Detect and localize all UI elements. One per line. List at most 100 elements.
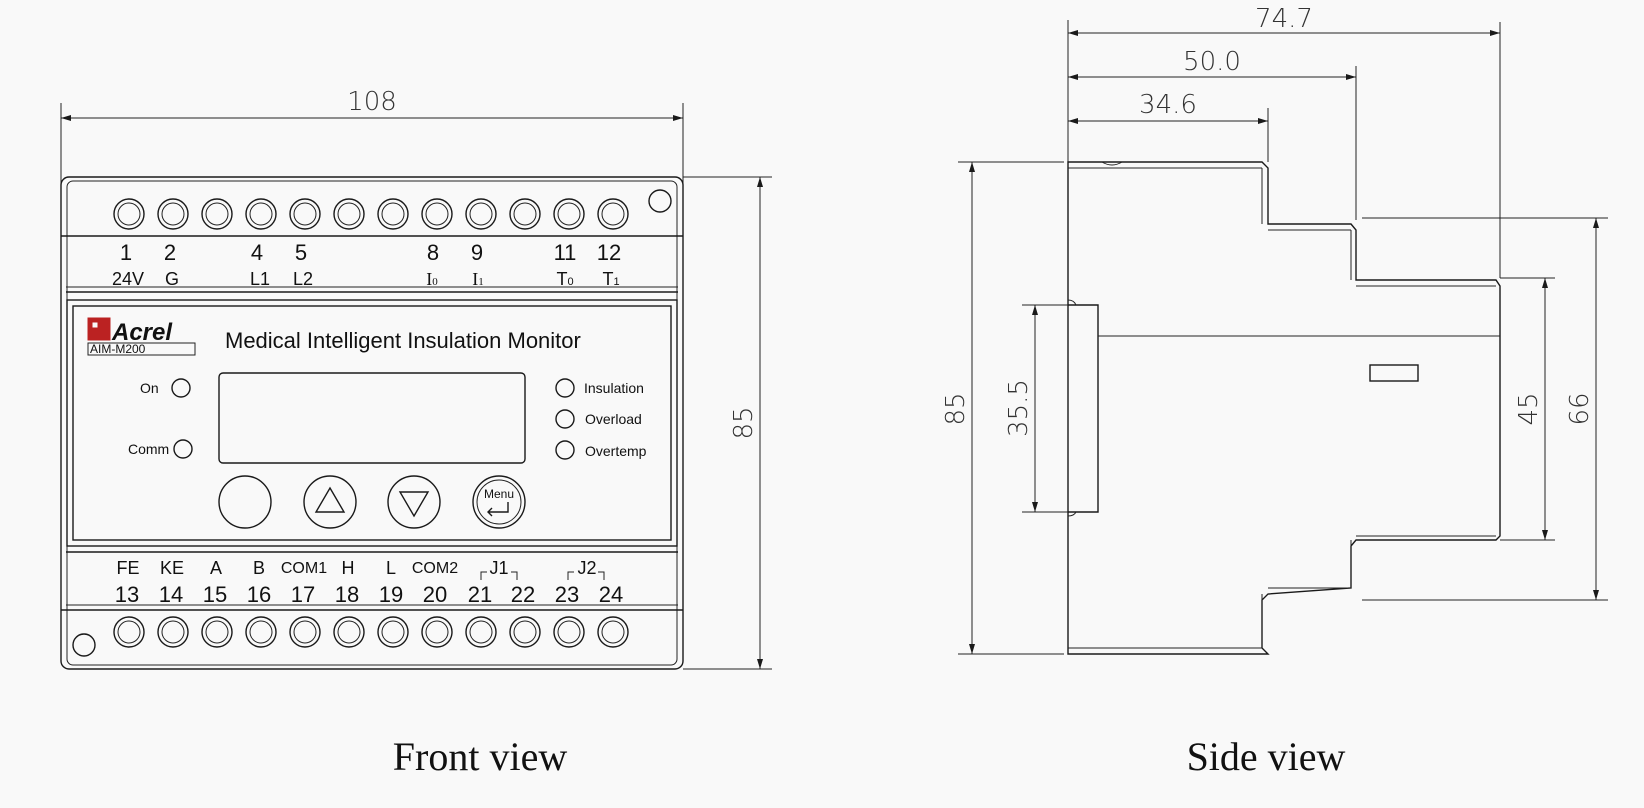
front-housing [60, 176, 684, 670]
terminal-screw-inner [337, 620, 361, 644]
terminal-number: 1 [120, 240, 132, 265]
triangle-down-icon [398, 491, 430, 518]
side-cover-height-label: 35.5 [1004, 379, 1034, 437]
terminal-number: 8 [427, 240, 439, 265]
terminal-screw-icon [509, 198, 541, 230]
front-view: 108 85 [60, 87, 772, 779]
front-width-dimension: 108 [60, 87, 684, 185]
terminal-number: 5 [295, 240, 307, 265]
side-view: 74.7 50.0 34.6 [941, 4, 1608, 779]
terminal-number: 22 [511, 582, 535, 607]
terminal-screw-inner [425, 202, 449, 226]
terminal-number: 18 [335, 582, 359, 607]
terminal-number: 12 [597, 240, 621, 265]
insulation-led-icon [555, 378, 575, 398]
terminal-number: 20 [423, 582, 447, 607]
terminal-screw-icon [377, 198, 409, 230]
terminal-screw-icon [465, 616, 497, 648]
terminal-label: T0 [556, 269, 573, 289]
left-leds: On Comm [128, 378, 193, 459]
side-depth-total-label: 74.7 [1255, 4, 1313, 34]
lcd-display [218, 372, 526, 464]
terminal-label: L [386, 558, 396, 578]
terminal-label: 24V [112, 269, 144, 289]
led-label-overtemp: Overtemp [585, 443, 647, 459]
terminal-screw-icon [113, 616, 145, 648]
front-height-label: 85 [729, 406, 759, 439]
front-height-dimension: 85 [683, 176, 772, 670]
terminal-screw-inner [205, 202, 229, 226]
terminal-screw-inner [469, 202, 493, 226]
terminal-screw-icon [289, 616, 321, 648]
terminal-screw-icon [333, 198, 365, 230]
terminal-label: T1 [602, 269, 619, 289]
terminal-screw-inner [249, 620, 273, 644]
terminal-screw-icon [465, 198, 497, 230]
terminal-label: G [165, 269, 179, 289]
led-label-overload: Overload [585, 411, 642, 427]
terminal-screw-inner [117, 202, 141, 226]
terminal-screw-inner [293, 620, 317, 644]
menu-button[interactable]: Menu [472, 475, 526, 529]
terminal-label: A [210, 558, 222, 578]
terminal-number: 21 [468, 582, 492, 607]
side-depth-front-label: 34.6 [1139, 90, 1197, 120]
terminal-screw-icon [553, 198, 585, 230]
enter-arrow-icon [487, 502, 509, 517]
terminal-number: 24 [599, 582, 623, 607]
bottom-terminal-screws [113, 616, 629, 648]
terminal-screw-inner [557, 620, 581, 644]
terminal-screw-inner [557, 202, 581, 226]
terminal-number: 15 [203, 582, 227, 607]
terminal-number: 13 [115, 582, 139, 607]
terminal-screw-icon [597, 616, 629, 648]
terminal-screw-inner [601, 202, 625, 226]
front-width-label: 108 [347, 87, 397, 117]
terminal-label: COM2 [412, 560, 458, 577]
device-title: Medical Intelligent Insulation Monitor [225, 328, 581, 353]
overload-led-icon [555, 409, 575, 429]
terminal-screw-inner [381, 620, 405, 644]
top-terminal-numbers: 1 2 4 5 8 9 11 12 [120, 240, 621, 265]
blank-button[interactable] [218, 475, 272, 529]
terminal-screw-inner [161, 202, 185, 226]
right-leds: Insulation Overload Overtemp [555, 378, 647, 460]
terminal-screw-icon [597, 198, 629, 230]
side-mid-height-label: 66 [1565, 392, 1595, 425]
side-vertical-dimensions: 85 35.5 45 66 [941, 161, 1608, 655]
terminal-screw-icon [245, 616, 277, 648]
terminal-number: 16 [247, 582, 271, 607]
terminal-label: J2 [577, 558, 596, 578]
led-label-insulation: Insulation [584, 380, 644, 396]
terminal-screw-icon [421, 616, 453, 648]
terminal-number: 14 [159, 582, 183, 607]
terminal-label: COM1 [281, 560, 327, 577]
side-profile [1067, 161, 1501, 655]
terminal-screw-inner [469, 620, 493, 644]
down-button[interactable] [387, 475, 441, 529]
up-button[interactable] [303, 475, 357, 529]
terminal-screw-inner [381, 202, 405, 226]
overtemp-led-icon [555, 440, 575, 460]
terminal-number: 9 [471, 240, 483, 265]
terminal-screw-icon [377, 616, 409, 648]
front-buttons: Menu [218, 475, 526, 529]
terminal-screw-inner [513, 202, 537, 226]
bottom-terminal-numbers: 13 14 15 16 17 18 19 20 21 22 23 24 [115, 582, 623, 607]
terminal-label: L2 [293, 269, 313, 289]
terminal-label: I1 [472, 269, 484, 289]
terminal-screw-icon [553, 616, 585, 648]
terminal-label: J1 [489, 558, 508, 578]
triangle-up-icon [314, 486, 346, 513]
terminal-screw-icon [245, 198, 277, 230]
side-depth-mid-label: 50.0 [1183, 47, 1241, 77]
top-terminal-screws [113, 198, 629, 230]
on-led-icon [171, 378, 191, 398]
led-label-comm: Comm [128, 441, 169, 457]
led-label-on: On [140, 380, 159, 396]
terminal-label: I0 [426, 269, 438, 289]
terminal-screw-icon [201, 616, 233, 648]
terminal-number: 2 [164, 240, 176, 265]
terminal-screw-inner [337, 202, 361, 226]
terminal-screw-inner [425, 620, 449, 644]
